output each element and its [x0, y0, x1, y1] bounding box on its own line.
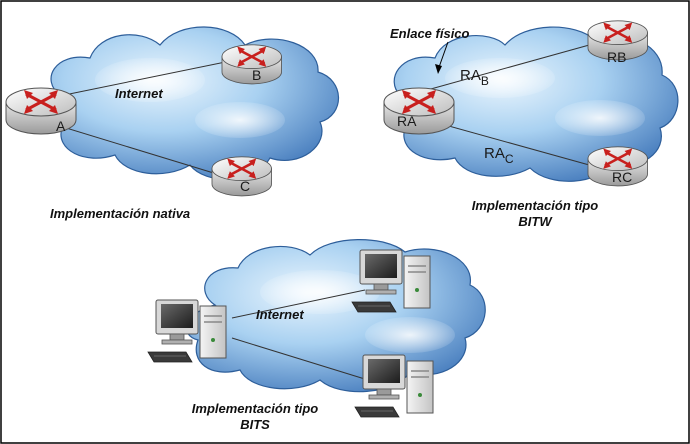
- bits-implementation-group: Internet Implementación tipo BITS: [147, 239, 486, 432]
- router-a-icon: [4, 86, 78, 136]
- bits-link-bottom: [231, 337, 369, 381]
- bitw-caption-line1: Implementación tipo: [472, 198, 598, 213]
- bitw-implementation-group: Enlace físico RAB RAC RA RB RC Implement…: [382, 19, 679, 229]
- router-ra-icon: [382, 86, 456, 136]
- bits-caption-line1: Implementación tipo: [192, 401, 318, 416]
- bits-caption-line2: BITS: [240, 417, 270, 432]
- bits-internet-label: Internet: [256, 307, 304, 322]
- link-ra-b-label: RAB: [460, 67, 489, 88]
- bits-link-top: [231, 289, 366, 319]
- link-ra-c-label: RAC: [484, 145, 514, 166]
- router-a-label: A: [56, 118, 66, 134]
- router-b-label: B: [252, 67, 261, 83]
- bitw-link-ra-rb: [419, 41, 601, 93]
- native-implementation-group: Internet A B C Implementación nativa: [4, 26, 340, 221]
- native-link-a-c: [39, 119, 231, 179]
- router-rb-label: RB: [607, 49, 626, 65]
- physical-link-annotation: Enlace físico: [390, 26, 470, 41]
- annotation-arrow-head: [435, 64, 442, 74]
- router-ra-label: RA: [397, 113, 417, 129]
- native-caption: Implementación nativa: [50, 206, 190, 221]
- router-c-label: C: [240, 178, 250, 194]
- router-rc-label: RC: [612, 169, 632, 185]
- bitw-caption-line2: BITW: [518, 214, 553, 229]
- native-internet-label: Internet: [115, 86, 163, 101]
- native-link-a-b: [39, 57, 246, 101]
